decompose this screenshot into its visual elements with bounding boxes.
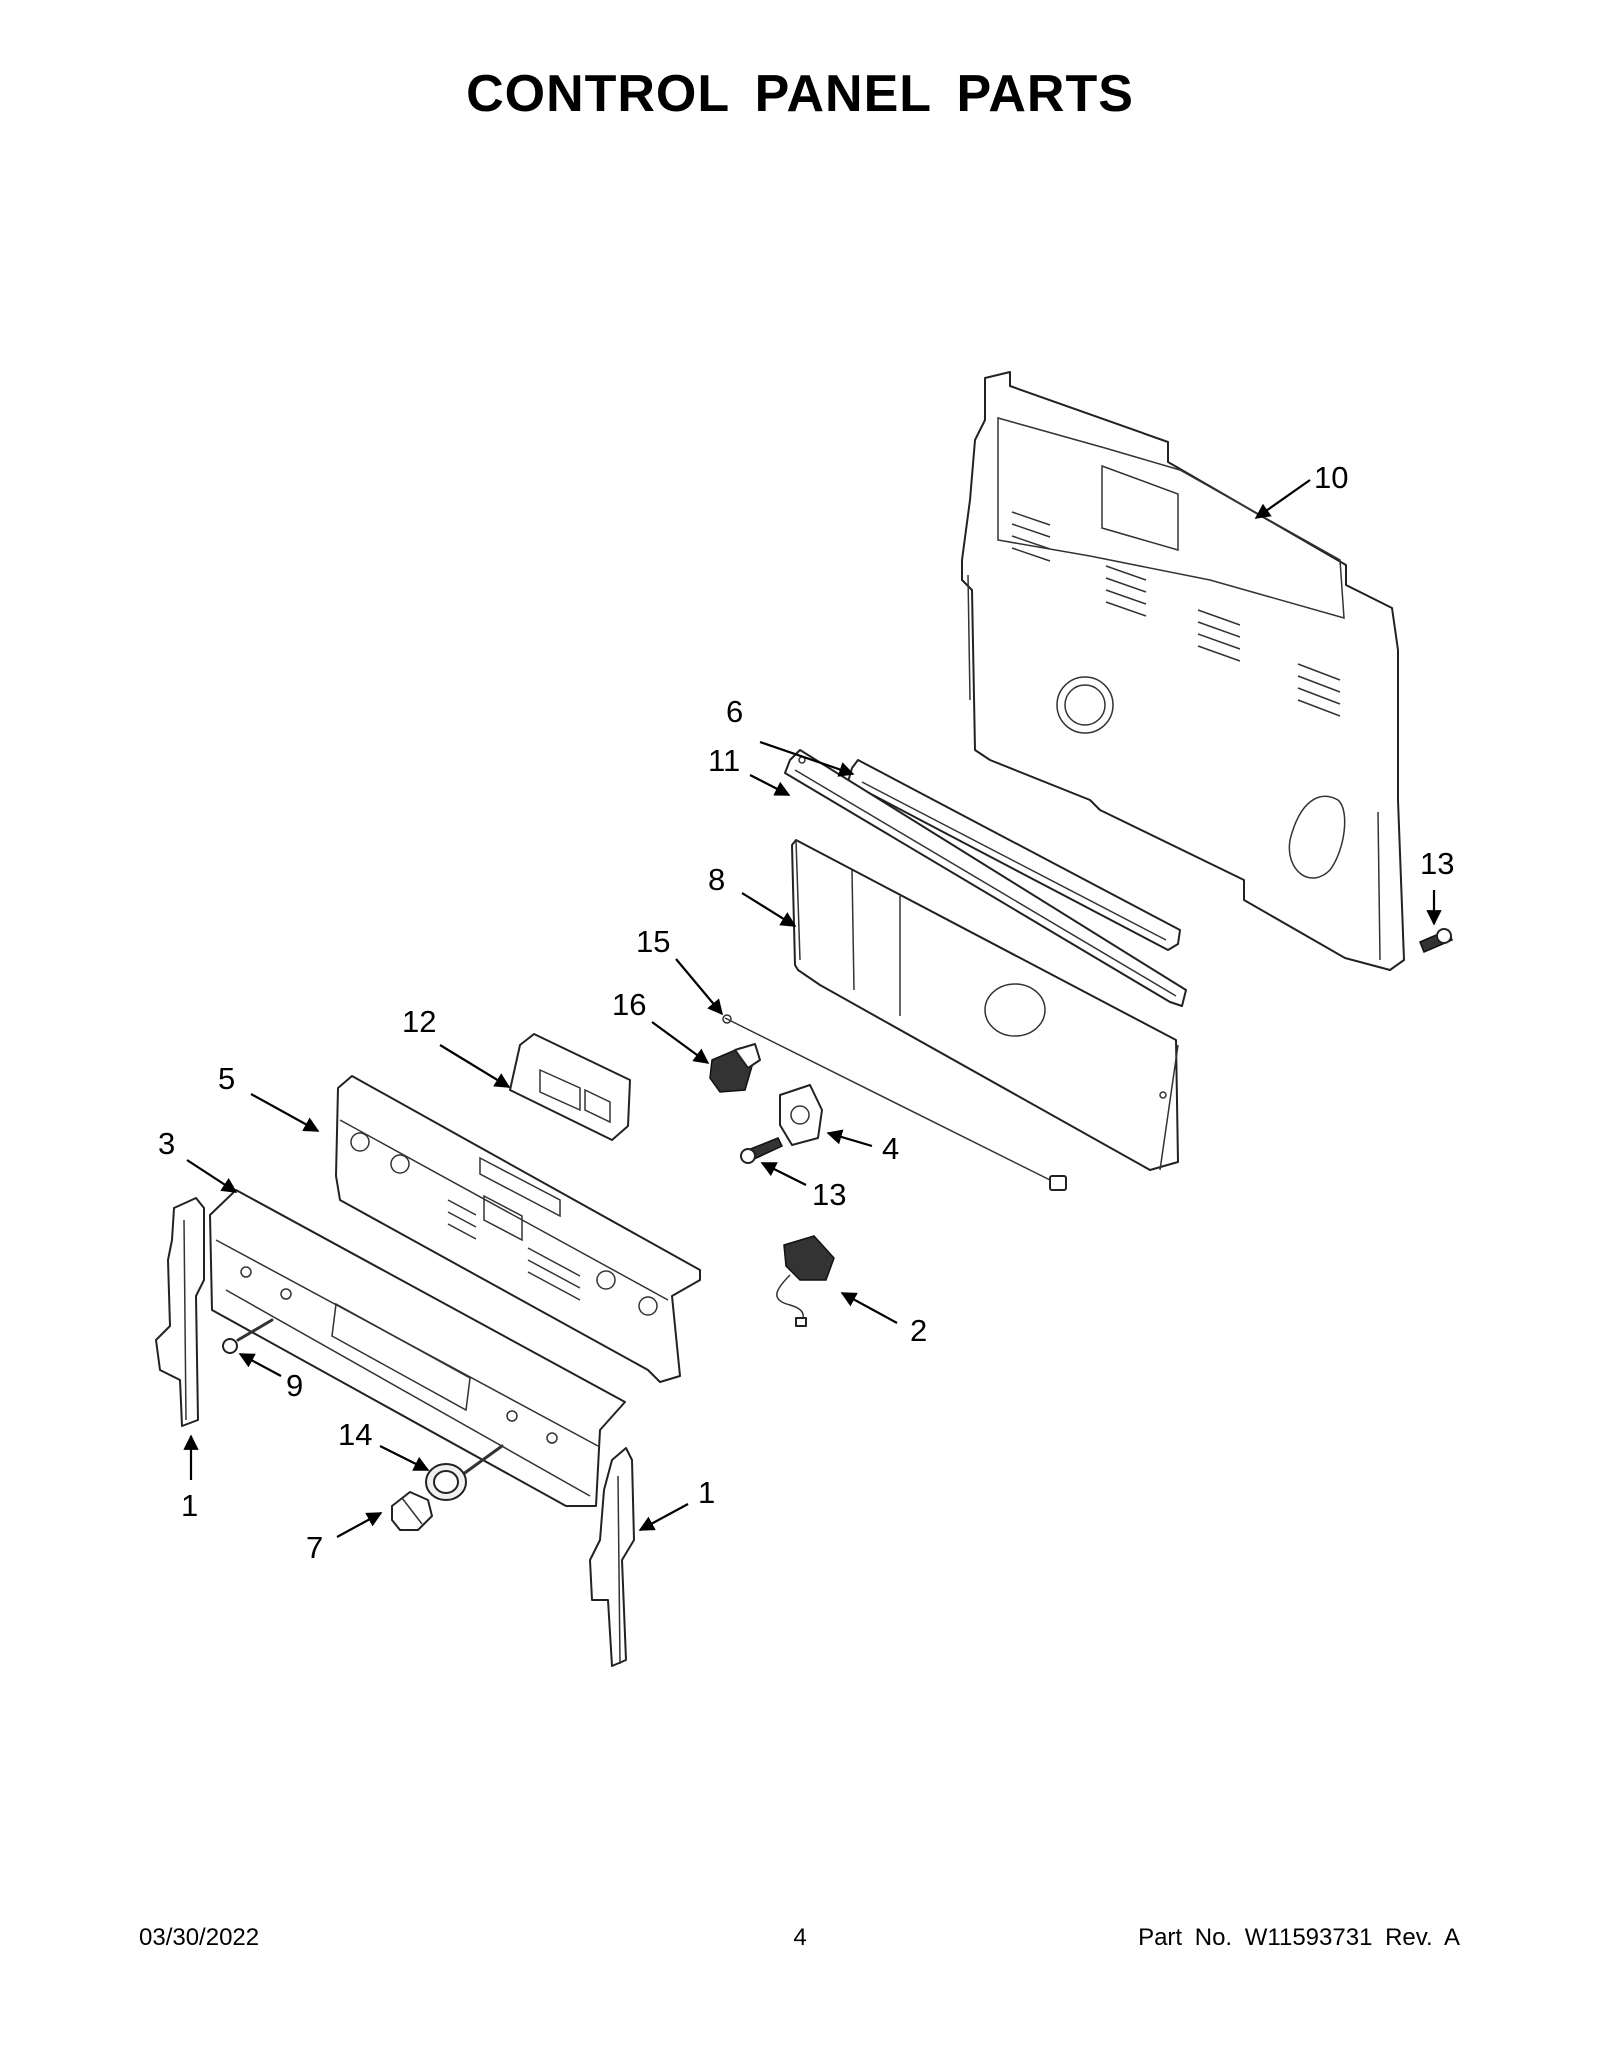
footer-part-number: Part No. W11593731 Rev. A xyxy=(1138,1924,1460,1951)
callout-11: 11 xyxy=(708,743,740,778)
callout-2: 2 xyxy=(910,1313,927,1348)
bezel-part-14 xyxy=(425,1463,467,1501)
end-cap-part-1-right xyxy=(589,1447,635,1667)
control-panel-frame-part-5 xyxy=(335,1075,701,1383)
callout-15: 15 xyxy=(636,924,670,959)
callout-16: 16 xyxy=(612,987,646,1022)
callout-10: 10 xyxy=(1314,460,1348,495)
callout-8: 8 xyxy=(708,862,725,897)
knob-part-7 xyxy=(391,1491,433,1531)
switch-part-2 xyxy=(776,1235,835,1327)
callout-labels: 10 6 11 8 13 15 16 12 5 4 13 3 2 9 14 1 … xyxy=(158,460,1454,1565)
callout-4: 4 xyxy=(882,1131,899,1166)
infinite-switch-part-4 xyxy=(779,1084,823,1146)
callout-13-middle: 13 xyxy=(812,1177,846,1212)
control-panel-part-3 xyxy=(209,1189,626,1507)
rear-panel-part-10 xyxy=(961,371,1405,971)
plug-button-part-9 xyxy=(222,1338,238,1354)
control-board-part-12 xyxy=(509,1033,631,1141)
callout-leaders xyxy=(183,479,1442,1538)
channel-part-11 xyxy=(784,749,1187,1007)
control-box-part-8 xyxy=(791,839,1179,1171)
footer-page-number: 4 xyxy=(793,1924,807,1951)
footer-date: 03/30/2022 xyxy=(139,1924,260,1951)
callout-1-left: 1 xyxy=(181,1488,198,1523)
end-cap-part-1-left xyxy=(155,1197,205,1427)
callout-1-right: 1 xyxy=(698,1475,715,1510)
page-title: CONTROL PANEL PARTS xyxy=(466,65,1134,123)
screw-part-13-middle xyxy=(740,1137,784,1164)
callout-3: 3 xyxy=(158,1126,175,1161)
callout-7: 7 xyxy=(306,1530,323,1565)
switch-part-16 xyxy=(709,1043,761,1093)
callout-9: 9 xyxy=(286,1368,303,1403)
wire-harness-part-15 xyxy=(722,1014,1067,1191)
callout-13-right: 13 xyxy=(1420,846,1454,881)
callout-12: 12 xyxy=(402,1004,436,1039)
callout-5: 5 xyxy=(218,1061,235,1096)
callout-14: 14 xyxy=(338,1417,372,1452)
screw-part-13-right xyxy=(1419,928,1453,953)
callout-6: 6 xyxy=(726,694,743,729)
